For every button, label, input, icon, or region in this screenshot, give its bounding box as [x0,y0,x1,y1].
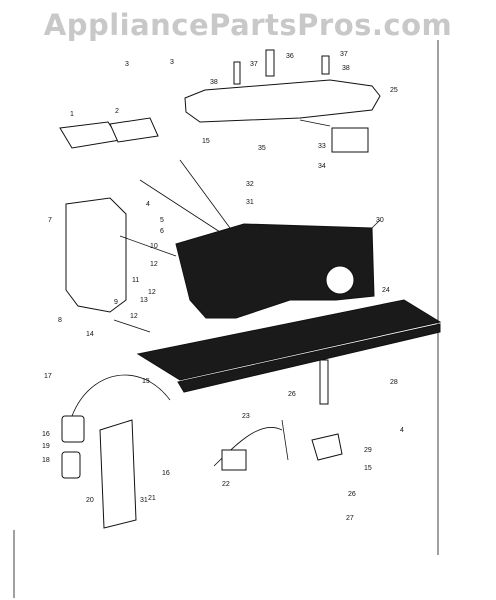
callout-11: 11 [132,277,139,284]
callout-3: 3 [125,61,129,68]
power-cable [71,374,171,417]
bed-plate [136,299,442,381]
callout-36: 36 [286,53,294,60]
callout-26b: 26 [348,491,356,498]
callout-8: 8 [58,317,62,324]
bed-plate-edge [177,323,441,393]
spool-pin-right [321,55,330,75]
callout-31a: 31 [246,199,254,206]
callout-7: 7 [48,217,52,224]
motor-plug [61,451,81,479]
callout-18: 18 [42,457,50,464]
callout-22: 22 [222,481,230,488]
callout-16a: 16 [42,431,50,438]
callout-32: 32 [246,181,254,188]
callout-20: 20 [86,497,94,504]
cord-plate [99,419,137,529]
bracket [311,433,343,461]
callout-12c: 12 [130,313,138,320]
shaft [281,419,289,461]
callout-24: 24 [382,287,390,294]
callout-4: 4 [146,201,150,208]
callout-23: 23 [242,413,250,420]
callout-9: 9 [114,299,118,306]
callout-31b: 31 [140,497,148,504]
callout-15a: 15 [202,138,210,145]
callout-3b: 3 [170,59,174,66]
handwheel-hub [325,265,355,295]
needle-plate [109,117,159,143]
callout-13: 13 [140,297,148,304]
callout-37a: 37 [250,61,258,68]
callout-14: 14 [86,331,94,338]
face-cover [65,197,127,313]
callout-19: 19 [42,443,50,450]
leader-lines [113,119,381,333]
callout-15b: 15 [142,378,150,385]
callout-21: 21 [148,495,156,502]
callout-27: 27 [346,515,354,522]
callout-4b: 4 [400,427,404,434]
spool-pin-left [233,61,241,85]
callout-16b: 16 [162,470,170,477]
callout-29: 29 [364,447,372,454]
callout-38a: 38 [210,79,218,86]
callout-6: 6 [160,228,164,235]
callout-12b: 12 [148,289,156,296]
callout-17: 17 [44,373,52,380]
callout-25: 25 [390,87,398,94]
watermark: AppliancePartsPros.com [43,8,453,42]
callout-28: 28 [390,379,398,386]
callout-1: 1 [70,111,74,118]
callout-33: 33 [318,143,326,150]
pedal-connector [221,449,247,471]
callout-2: 2 [115,108,119,115]
callout-38b: 38 [342,65,350,72]
connector-plug [61,415,85,443]
bobbin-winder [331,127,369,153]
callout-30: 30 [376,217,384,224]
callout-37b: 37 [340,51,348,58]
callout-15c: 15 [364,465,372,472]
callout-5: 5 [160,217,164,224]
callout-12a: 12 [150,261,158,268]
top-cover [184,79,381,123]
spring [319,359,329,405]
callout-35: 35 [258,145,266,152]
machine-head [175,223,375,319]
callout-34: 34 [318,163,326,170]
callout-10: 10 [150,243,158,250]
callout-26a: 26 [288,391,296,398]
spool-pin-center [265,49,275,77]
